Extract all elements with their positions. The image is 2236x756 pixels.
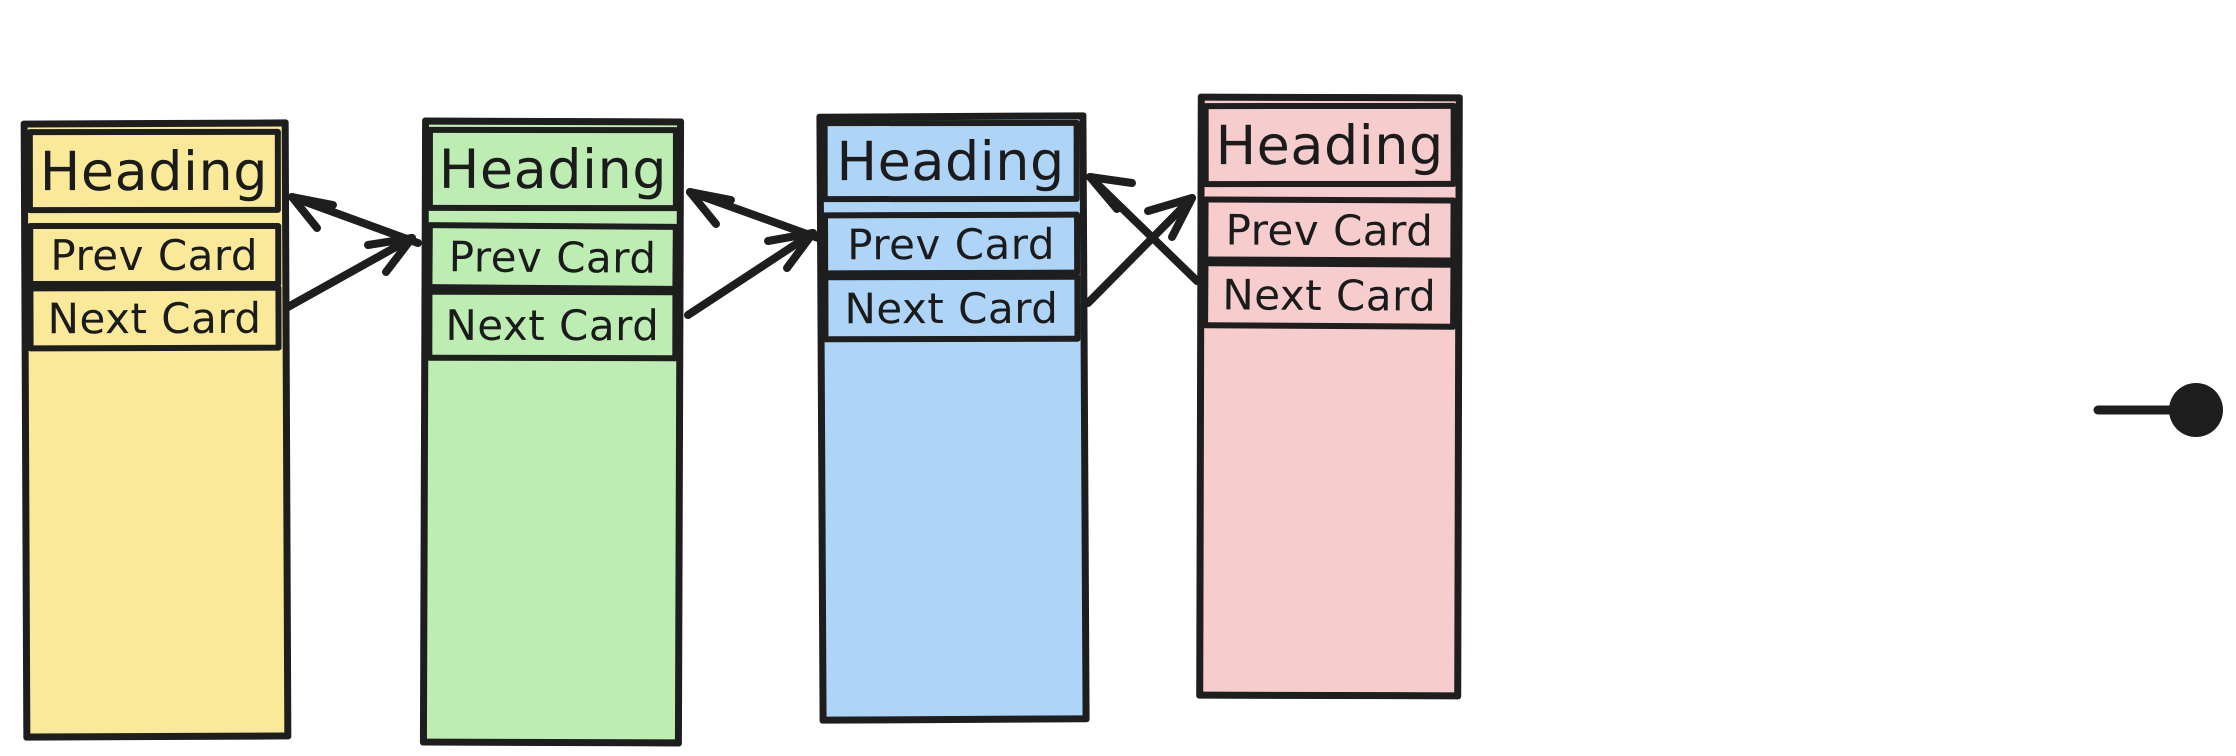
card-3-heading-row[interactable]: Heading xyxy=(821,119,1080,203)
card-4-prev-row[interactable]: Prev Card xyxy=(1202,196,1457,264)
card-3-next-label: Next Card xyxy=(844,283,1059,333)
card-4[interactable]: Heading Prev Card Next Card xyxy=(1196,93,1463,700)
edge-card2-next-to-card3-heading xyxy=(684,229,817,319)
card-2-prev-row[interactable]: Prev Card xyxy=(426,222,679,292)
edge-card2-prev-to-card1-heading xyxy=(288,193,422,247)
card-3-heading-label: Heading xyxy=(836,129,1065,193)
edge-card3-next-to-card4-heading xyxy=(1084,194,1196,307)
card-1-next-label: Next Card xyxy=(47,293,262,343)
card-1-heading-label: Heading xyxy=(39,139,268,203)
card-4-heading-row[interactable]: Heading xyxy=(1202,102,1457,188)
card-2-next-label: Next Card xyxy=(445,300,660,350)
card-1-heading-row[interactable]: Heading xyxy=(26,128,281,214)
card-3-next-row[interactable]: Next Card xyxy=(822,273,1081,343)
card-2-heading-row[interactable]: Heading xyxy=(426,126,679,212)
card-3-prev-label: Prev Card xyxy=(847,219,1056,269)
card-2-heading-label: Heading xyxy=(438,137,668,201)
card-1-prev-label: Prev Card xyxy=(50,230,259,280)
card-3-prev-row[interactable]: Prev Card xyxy=(822,211,1081,277)
card-3[interactable]: Heading Prev Card Next Card xyxy=(816,112,1090,724)
card-1-prev-row[interactable]: Prev Card xyxy=(27,223,282,288)
card-4-next-label: Next Card xyxy=(1222,269,1437,321)
card-1-next-row[interactable]: Next Card xyxy=(27,284,282,352)
card-4-next-row[interactable]: Next Card xyxy=(1202,260,1457,330)
card-2-prev-label: Prev Card xyxy=(448,231,657,283)
edge-card1-next-to-card2-heading xyxy=(284,234,416,311)
card-4-heading-label: Heading xyxy=(1215,113,1444,177)
card-2-next-row[interactable]: Next Card xyxy=(426,288,679,362)
card-4-prev-label: Prev Card xyxy=(1225,205,1434,255)
edge-card3-prev-to-card2-heading xyxy=(686,188,822,242)
edge-card4-prev-to-card3-heading xyxy=(1086,173,1201,285)
null-terminator-dot xyxy=(2169,383,2223,437)
card-2[interactable]: Heading Prev Card Next Card xyxy=(419,117,685,747)
card-1[interactable]: Heading Prev Card Next Card xyxy=(20,119,292,741)
